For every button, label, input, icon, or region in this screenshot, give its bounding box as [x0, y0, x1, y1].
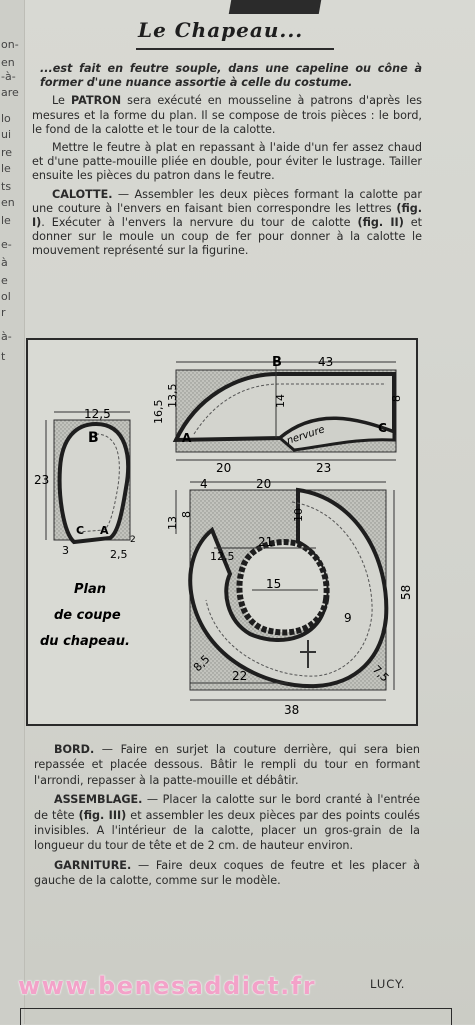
header-decoration: [228, 0, 322, 14]
dim-label: 3: [62, 544, 69, 557]
dim-label: 43: [318, 355, 333, 369]
fig-reference: (fig. I): [32, 201, 422, 230]
dim-label: 14: [274, 394, 287, 408]
next-article-frame: [20, 1008, 452, 1025]
garniture-paragraph: GARNITURE. — Faire deux coques de feutre…: [34, 858, 420, 889]
calotte-text-3: et donner sur le moule un coup de fer po…: [32, 216, 422, 258]
dim-label: 10: [292, 508, 305, 522]
letter-label: C: [378, 421, 387, 435]
letter-label: A: [100, 524, 109, 537]
fragment: le: [1, 214, 11, 227]
caption-line: Plan: [74, 582, 106, 597]
dim-label: 8: [180, 511, 193, 518]
bord-text: — Faire en surjet la couture derrière, q…: [34, 743, 420, 787]
fragment: en: [1, 196, 15, 209]
letter-label: B: [88, 430, 99, 446]
fig2-lower-piece: [277, 417, 396, 452]
seam-line: [77, 433, 120, 533]
dim-label: 12,5: [84, 407, 111, 421]
pattern-diagram: 12,5 23 B C A 3 2,5 2 Plan de coupe du c…: [26, 338, 418, 726]
finishing-column: BORD. — Faire en surjet la couture derri…: [34, 742, 420, 893]
dim-label: 4: [200, 477, 208, 491]
patron-keyword: PATRON: [70, 94, 122, 108]
site-watermark: www.benesaddict.fr: [18, 972, 317, 1000]
dim-label: 13: [166, 516, 179, 530]
dim-label: 12,5: [210, 550, 235, 563]
letter-label: B: [272, 355, 282, 370]
instructions-column: ...est fait en feutre souple, dans une c…: [32, 62, 422, 263]
dim-label: 38: [284, 703, 299, 717]
dim-label: 21: [258, 535, 273, 549]
caption-line: de coupe: [54, 608, 121, 623]
page-title: Le Chapeau...: [138, 18, 304, 42]
letter-label: C: [76, 524, 84, 537]
fragment: r: [1, 306, 6, 319]
fragment: e: [1, 274, 8, 287]
dim-label: 2: [130, 535, 136, 545]
calotte-keyword: CALOTTE.: [52, 187, 113, 201]
fragment: à: [1, 256, 8, 269]
assemblage-text-1: — Placer la calotte sur le bord cranté à…: [34, 793, 420, 822]
calotte-text-1: — Assembler les deux pièces formant la c…: [32, 187, 422, 215]
fragment: en: [1, 56, 15, 69]
fig1-outline: [57, 421, 131, 545]
bord-keyword: BORD.: [54, 743, 95, 756]
caption-line: du chapeau.: [40, 634, 130, 649]
dim-label: 16,5: [152, 400, 165, 425]
fragment: e-: [1, 238, 12, 251]
assemblage-text-2: et assembler les deux pièces par des poi…: [34, 808, 420, 853]
dim-label: 22: [232, 669, 247, 683]
previous-column-fragments: on- en -à- are lo ui re le ts en le e- à…: [0, 0, 25, 1024]
calotte-paragraph: CALOTTE. — Assembler les deux pièces for…: [32, 188, 422, 259]
patron-paragraph: Le PATRON sera exécuté en mousseline à p…: [32, 94, 422, 137]
dim-label: 23: [316, 461, 331, 475]
fragment: -à-: [1, 70, 16, 83]
title-underline: [136, 48, 334, 50]
fragment: re: [1, 146, 13, 159]
seam-line: [205, 501, 373, 677]
dim-label: 9: [344, 611, 352, 625]
assemblage-paragraph: ASSEMBLAGE. — Placer la calotte sur le b…: [34, 792, 420, 854]
patron-text: sera exécuté en mousseline à patrons d'a…: [32, 94, 422, 136]
fragment: t: [1, 350, 6, 363]
dim-label: 23: [34, 473, 49, 487]
fig3-head-opening: [236, 539, 330, 636]
fig-reference: (fig. III): [78, 808, 127, 822]
fragment: ol: [1, 290, 11, 303]
garniture-text: — Faire deux coques de feutre et les pla…: [34, 858, 420, 888]
dim-label: 15: [266, 577, 281, 591]
fragment: ui: [1, 128, 12, 141]
dim-label: 20: [256, 477, 271, 491]
dim-label: 8: [390, 395, 403, 402]
dim-label: 58: [399, 585, 413, 600]
author-signature: LUCY.: [370, 977, 406, 991]
fragment: à-: [1, 330, 12, 343]
dim-label: 2,5: [110, 548, 128, 561]
seam-line: [193, 383, 386, 435]
letter-label: A: [182, 431, 192, 445]
assemblage-keyword: ASSEMBLAGE.: [54, 793, 143, 807]
dim-label: 13,5: [166, 384, 179, 409]
mettre-paragraph: Mettre le feutre à plat en repassant à l…: [32, 141, 422, 183]
garniture-keyword: GARNITURE.: [54, 858, 132, 872]
fragment: on-: [1, 38, 19, 51]
fragment: ts: [1, 180, 12, 193]
calotte-text-2: . Exécuter à l'envers la nervure du tour…: [41, 216, 358, 230]
intro-paragraph: ...est fait en feutre souple, dans une c…: [40, 62, 422, 90]
fig-reference: (fig. II): [357, 216, 404, 230]
fragment: le: [1, 162, 11, 175]
bord-paragraph: BORD. — Faire en surjet la couture derri…: [34, 742, 420, 788]
fragment: lo: [1, 112, 11, 125]
dim-label: 20: [216, 461, 231, 475]
fragment: are: [1, 86, 19, 99]
patron-prefix: Le: [52, 94, 71, 108]
